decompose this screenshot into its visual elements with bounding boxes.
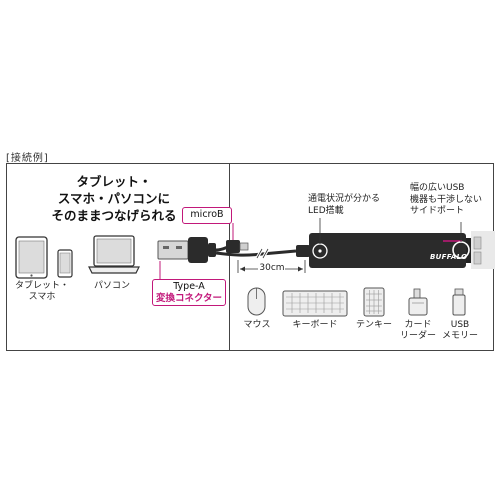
peripheral-label-usb-memory: USB メモリー [440, 320, 480, 342]
mouse-icon [247, 287, 266, 316]
card-reader-icon [408, 288, 428, 316]
section-label: [接続例] [6, 153, 49, 164]
device-label-tablet-line-2: スマホ [28, 292, 56, 302]
headline-line-2: スマホ・パソコンに [57, 191, 171, 206]
peripheral-label-card-reader-line-1: カード [404, 320, 432, 330]
typea-callout-line-1: Type-A [173, 281, 205, 292]
headline-line-3: そのままつなげられる [51, 208, 177, 223]
headline-line-1: タブレット・ [76, 174, 152, 189]
typea-callout-line-2: 変換コネクター [155, 293, 223, 304]
port-note: 幅の広いUSB 機器も干渉しない サイドポート [410, 183, 482, 218]
port-note-line-2: 機器も干渉しない [410, 194, 483, 205]
led-note-line-1: 通電状況が分かる [308, 194, 381, 204]
peripheral-label-numpad: テンキー [352, 320, 396, 331]
typea-callout: Type-A 変換コネクター [152, 279, 226, 306]
usb-hub [309, 231, 495, 269]
keyboard-icon [282, 290, 348, 317]
peripheral-label-card-reader: カード リーダー [396, 320, 440, 342]
laptop-icon [88, 235, 140, 274]
peripheral-label-numpad-line-1: テンキー [355, 320, 392, 330]
panel-divider [229, 163, 230, 351]
peripheral-label-usb-memory-line-2: メモリー [441, 331, 478, 341]
headline: タブレット・ スマホ・パソコンに そのままつなげられる [14, 173, 214, 224]
device-label-tablet: タブレット・ スマホ [12, 281, 72, 303]
microb-callout: microB [182, 207, 232, 224]
peripheral-label-card-reader-line-2: リーダー [399, 331, 436, 341]
usb-memory-icon [452, 288, 466, 316]
numpad-icon [363, 287, 385, 317]
peripheral-label-usb-memory-line-1: USB [450, 320, 470, 330]
peripheral-label-keyboard: キーボード [287, 320, 343, 331]
led-note: 通電状況が分かる LED搭載 [308, 194, 380, 217]
port-note-line-1: 幅の広いUSB [410, 183, 465, 193]
cable-length-dimension [237, 260, 306, 273]
port-note-line-3: サイドポート [410, 206, 465, 216]
peripheral-label-keyboard-line-1: キーボード [292, 320, 338, 330]
peripheral-label-mouse: マウス [238, 320, 276, 331]
device-label-pc: パソコン [82, 281, 142, 292]
tablet-phone-icon [15, 236, 73, 279]
cable-length-label: 30cm [259, 263, 285, 273]
type-a-connector [157, 237, 216, 263]
device-label-tablet-line-1: タブレット・ [14, 281, 69, 291]
device-label-pc-line-1: パソコン [93, 281, 130, 291]
led-note-line-2: LED搭載 [308, 205, 344, 216]
hub-brand-logo: BUFFALO [430, 253, 468, 261]
usb-cable [215, 245, 310, 259]
led-indicator [318, 249, 322, 253]
microb-connector [215, 240, 249, 253]
peripheral-label-mouse-line-1: マウス [243, 320, 271, 330]
